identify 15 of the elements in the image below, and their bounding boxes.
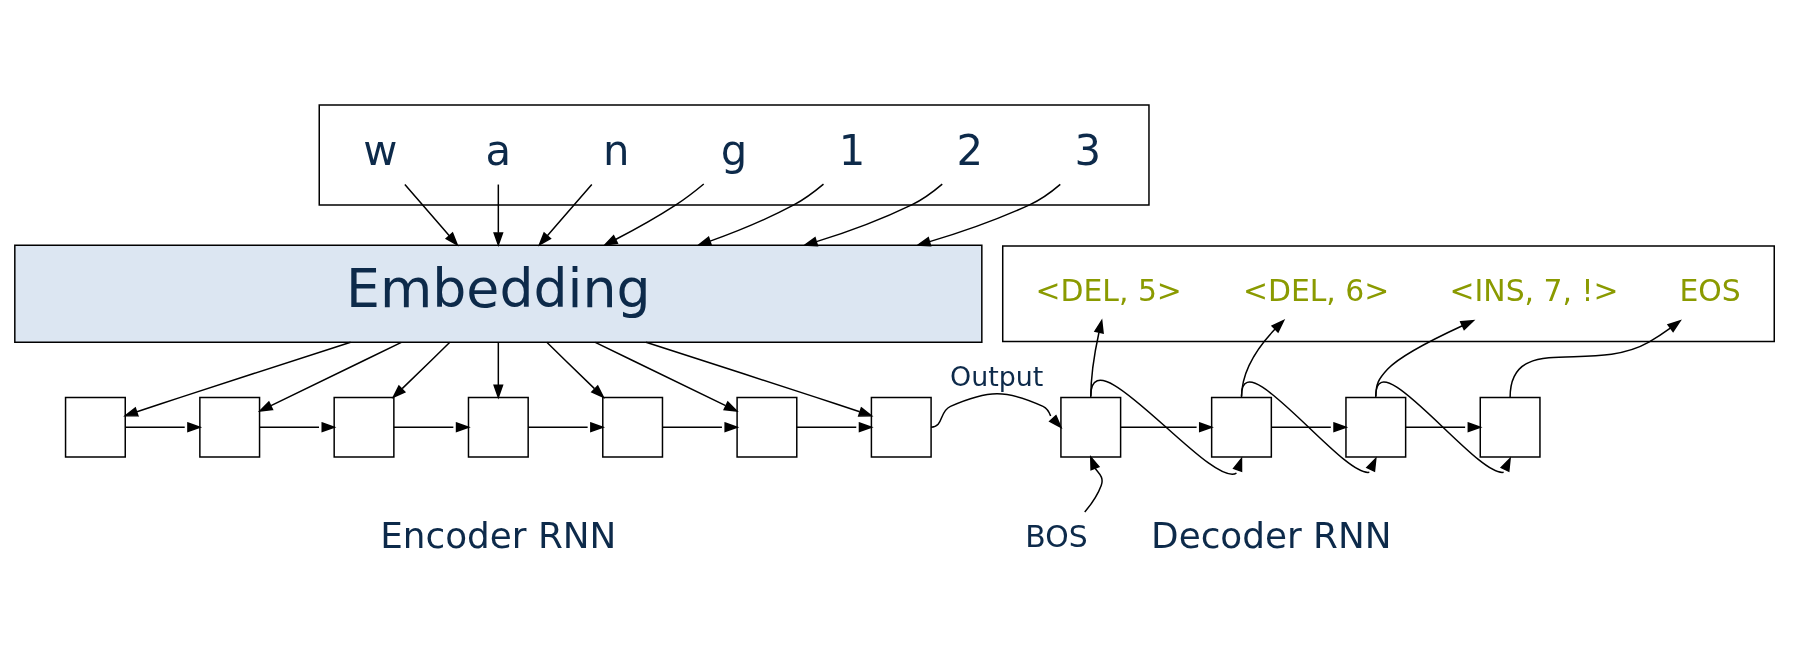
- node-text: a: [485, 126, 512, 176]
- node-text: g: [720, 126, 748, 176]
- node-text: n: [602, 126, 630, 176]
- node-text: <DEL, 6>: [1242, 273, 1390, 309]
- node-text: EOS: [1679, 273, 1741, 309]
- node-text: 2: [956, 126, 984, 176]
- label: Decoder RNN: [1151, 515, 1392, 557]
- node-text: <INS, 7, !>: [1449, 273, 1619, 309]
- node-text: <DEL, 5>: [1035, 273, 1182, 309]
- node-text: 3: [1074, 126, 1102, 176]
- edge-label: Output: [950, 361, 1044, 393]
- label: Encoder RNN: [380, 515, 617, 557]
- node-text: 1: [838, 126, 866, 176]
- node-text: w: [363, 126, 398, 176]
- node-text: BOS: [1025, 518, 1088, 554]
